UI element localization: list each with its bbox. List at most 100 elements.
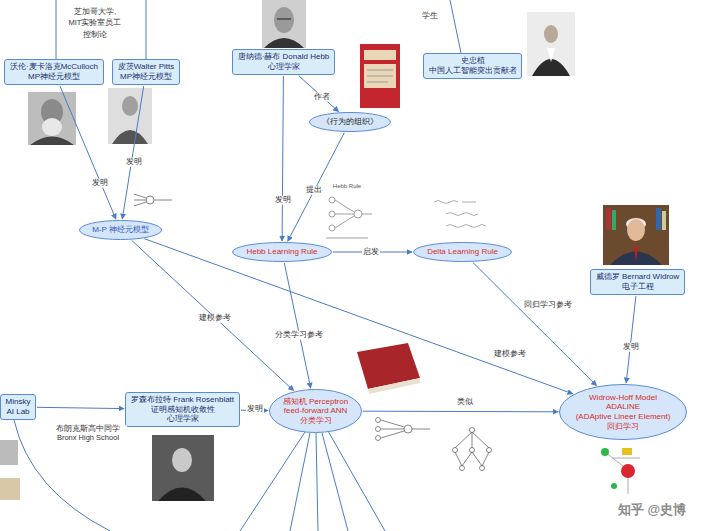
perceptron-sketch — [381, 431, 404, 438]
connector — [284, 263, 310, 388]
network-sketch — [455, 432, 472, 448]
concept-ellipse: Delta Learning Rule — [413, 242, 512, 262]
widrow-photo — [662, 211, 666, 230]
node-text: MP神经元模型 — [9, 72, 99, 82]
ellipse-shape — [560, 385, 687, 440]
ellipse-shape — [80, 221, 162, 240]
node-title: 唐纳德·赫布 Donald Hebb — [237, 52, 330, 62]
node-text: 心理学家 — [237, 62, 330, 72]
network-sketch — [453, 428, 492, 471]
decor-lines — [290, 433, 310, 531]
hebb-rule-sketch — [326, 238, 368, 239]
edge-label: 提出 — [305, 186, 323, 195]
small-photos — [0, 440, 18, 465]
widrow-photo — [603, 205, 669, 265]
widrow-photo — [612, 210, 616, 230]
edge-label: 作者 — [313, 93, 331, 102]
hebb-rule-sketch — [326, 197, 372, 238]
shi-photo — [527, 12, 575, 76]
hebb-photo — [264, 38, 304, 48]
node-text: 中国人工智能突出贡献者 — [428, 66, 517, 76]
edge-label: 启发 — [362, 248, 380, 257]
book-cover — [367, 82, 388, 83]
mcculloch-photo — [28, 92, 76, 145]
edge-label: 分类学习参考 — [274, 331, 324, 340]
neuron-sketch — [134, 202, 146, 206]
rosenblatt-photo — [172, 448, 192, 472]
concept-ellipse: M-P 神经元模型 — [79, 220, 162, 240]
decor-lines — [328, 431, 385, 531]
delta-formula-sketch — [434, 201, 476, 204]
traffic-light-sketch — [612, 458, 640, 459]
node-title: 威德罗 Bernard Widrow — [595, 272, 680, 282]
decor-lines — [146, 0, 147, 59]
edge-label: 类似 — [456, 398, 474, 407]
connector — [122, 86, 143, 219]
small-photos — [0, 478, 20, 500]
note-label: Hebb Rule — [332, 183, 362, 190]
decor-lines — [56, 0, 57, 59]
rosenblatt-photo — [158, 488, 206, 502]
mcculloch-photo — [30, 137, 74, 146]
shi-photo — [544, 25, 558, 43]
book-cover — [367, 70, 393, 71]
concept-ellipse: 感知机 Perceptronfeed-forward ANN分类学习 — [269, 389, 362, 433]
node-text: MP神经元模型 — [117, 72, 175, 82]
decor-lines — [450, 0, 461, 53]
node-title: M-P 神经元模型 — [92, 225, 149, 235]
traffic-light-sketch — [622, 448, 632, 455]
mcculloch-photo — [28, 92, 76, 145]
neuron-sketch — [134, 200, 146, 201]
connector — [60, 86, 116, 219]
person-box: 沃伦·麦卡洛克McCullochMP神经元模型 — [4, 59, 104, 85]
edge-label: 建模参考 — [493, 350, 527, 359]
node-text: 分类学习 — [300, 416, 332, 426]
network-sketch — [460, 466, 465, 471]
node-text: 电子工程 — [595, 282, 680, 292]
node-text: 证明感知机收敛性 — [130, 405, 235, 415]
hebb-rule-sketch — [329, 197, 335, 203]
note-label: 控制论 — [82, 31, 108, 40]
edge-label: 回归学习参考 — [523, 301, 573, 310]
person-box: 威德罗 Bernard Widrow电子工程 — [590, 269, 685, 295]
perceptron-sketch — [404, 425, 412, 433]
rosenblatt-photo — [152, 435, 214, 501]
person-box: 唐纳德·赫布 Donald Hebb心理学家 — [232, 49, 335, 75]
network-sketch — [462, 452, 472, 466]
perceptron-sketch — [412, 429, 430, 430]
book-cover — [364, 64, 396, 88]
mcculloch-photo — [42, 118, 62, 136]
node-title: Minsky — [5, 397, 31, 407]
person-box: 皮茨Walter PittsMP神经元模型 — [112, 59, 180, 85]
edge-label: 发明 — [622, 343, 640, 352]
concept-ellipse: Hebb Learning Rule — [232, 242, 332, 262]
neuron-sketch — [134, 194, 146, 198]
concept-ellipse: 《行为的组织》 — [309, 112, 391, 132]
hebb-photo — [277, 18, 291, 19]
node-title: 史忠植 — [428, 56, 517, 66]
network-sketch — [455, 452, 462, 466]
pitts-photo — [108, 88, 152, 144]
person-box: MinskyAI Lab — [0, 394, 36, 420]
pitts-photo — [112, 130, 148, 144]
shi-photo — [527, 12, 575, 76]
neuron-sketch — [154, 200, 172, 201]
note-label: 学生 — [421, 12, 439, 21]
connector — [299, 76, 339, 112]
edge-label: 发明 — [125, 158, 143, 167]
network-sketch — [453, 448, 458, 453]
network-sketch — [470, 448, 475, 453]
perceptron-sketch — [376, 418, 431, 441]
ellipse-shape — [310, 113, 391, 132]
connector — [282, 76, 283, 241]
node-title: Hebb Learning Rule — [246, 247, 317, 257]
connector — [37, 407, 124, 408]
red-book — [368, 378, 420, 394]
widrow-photo — [634, 246, 638, 262]
node-text: AI Lab — [5, 407, 31, 417]
node-text: 回归学习 — [607, 422, 639, 432]
watermark: 知乎 @史博 — [617, 503, 687, 518]
